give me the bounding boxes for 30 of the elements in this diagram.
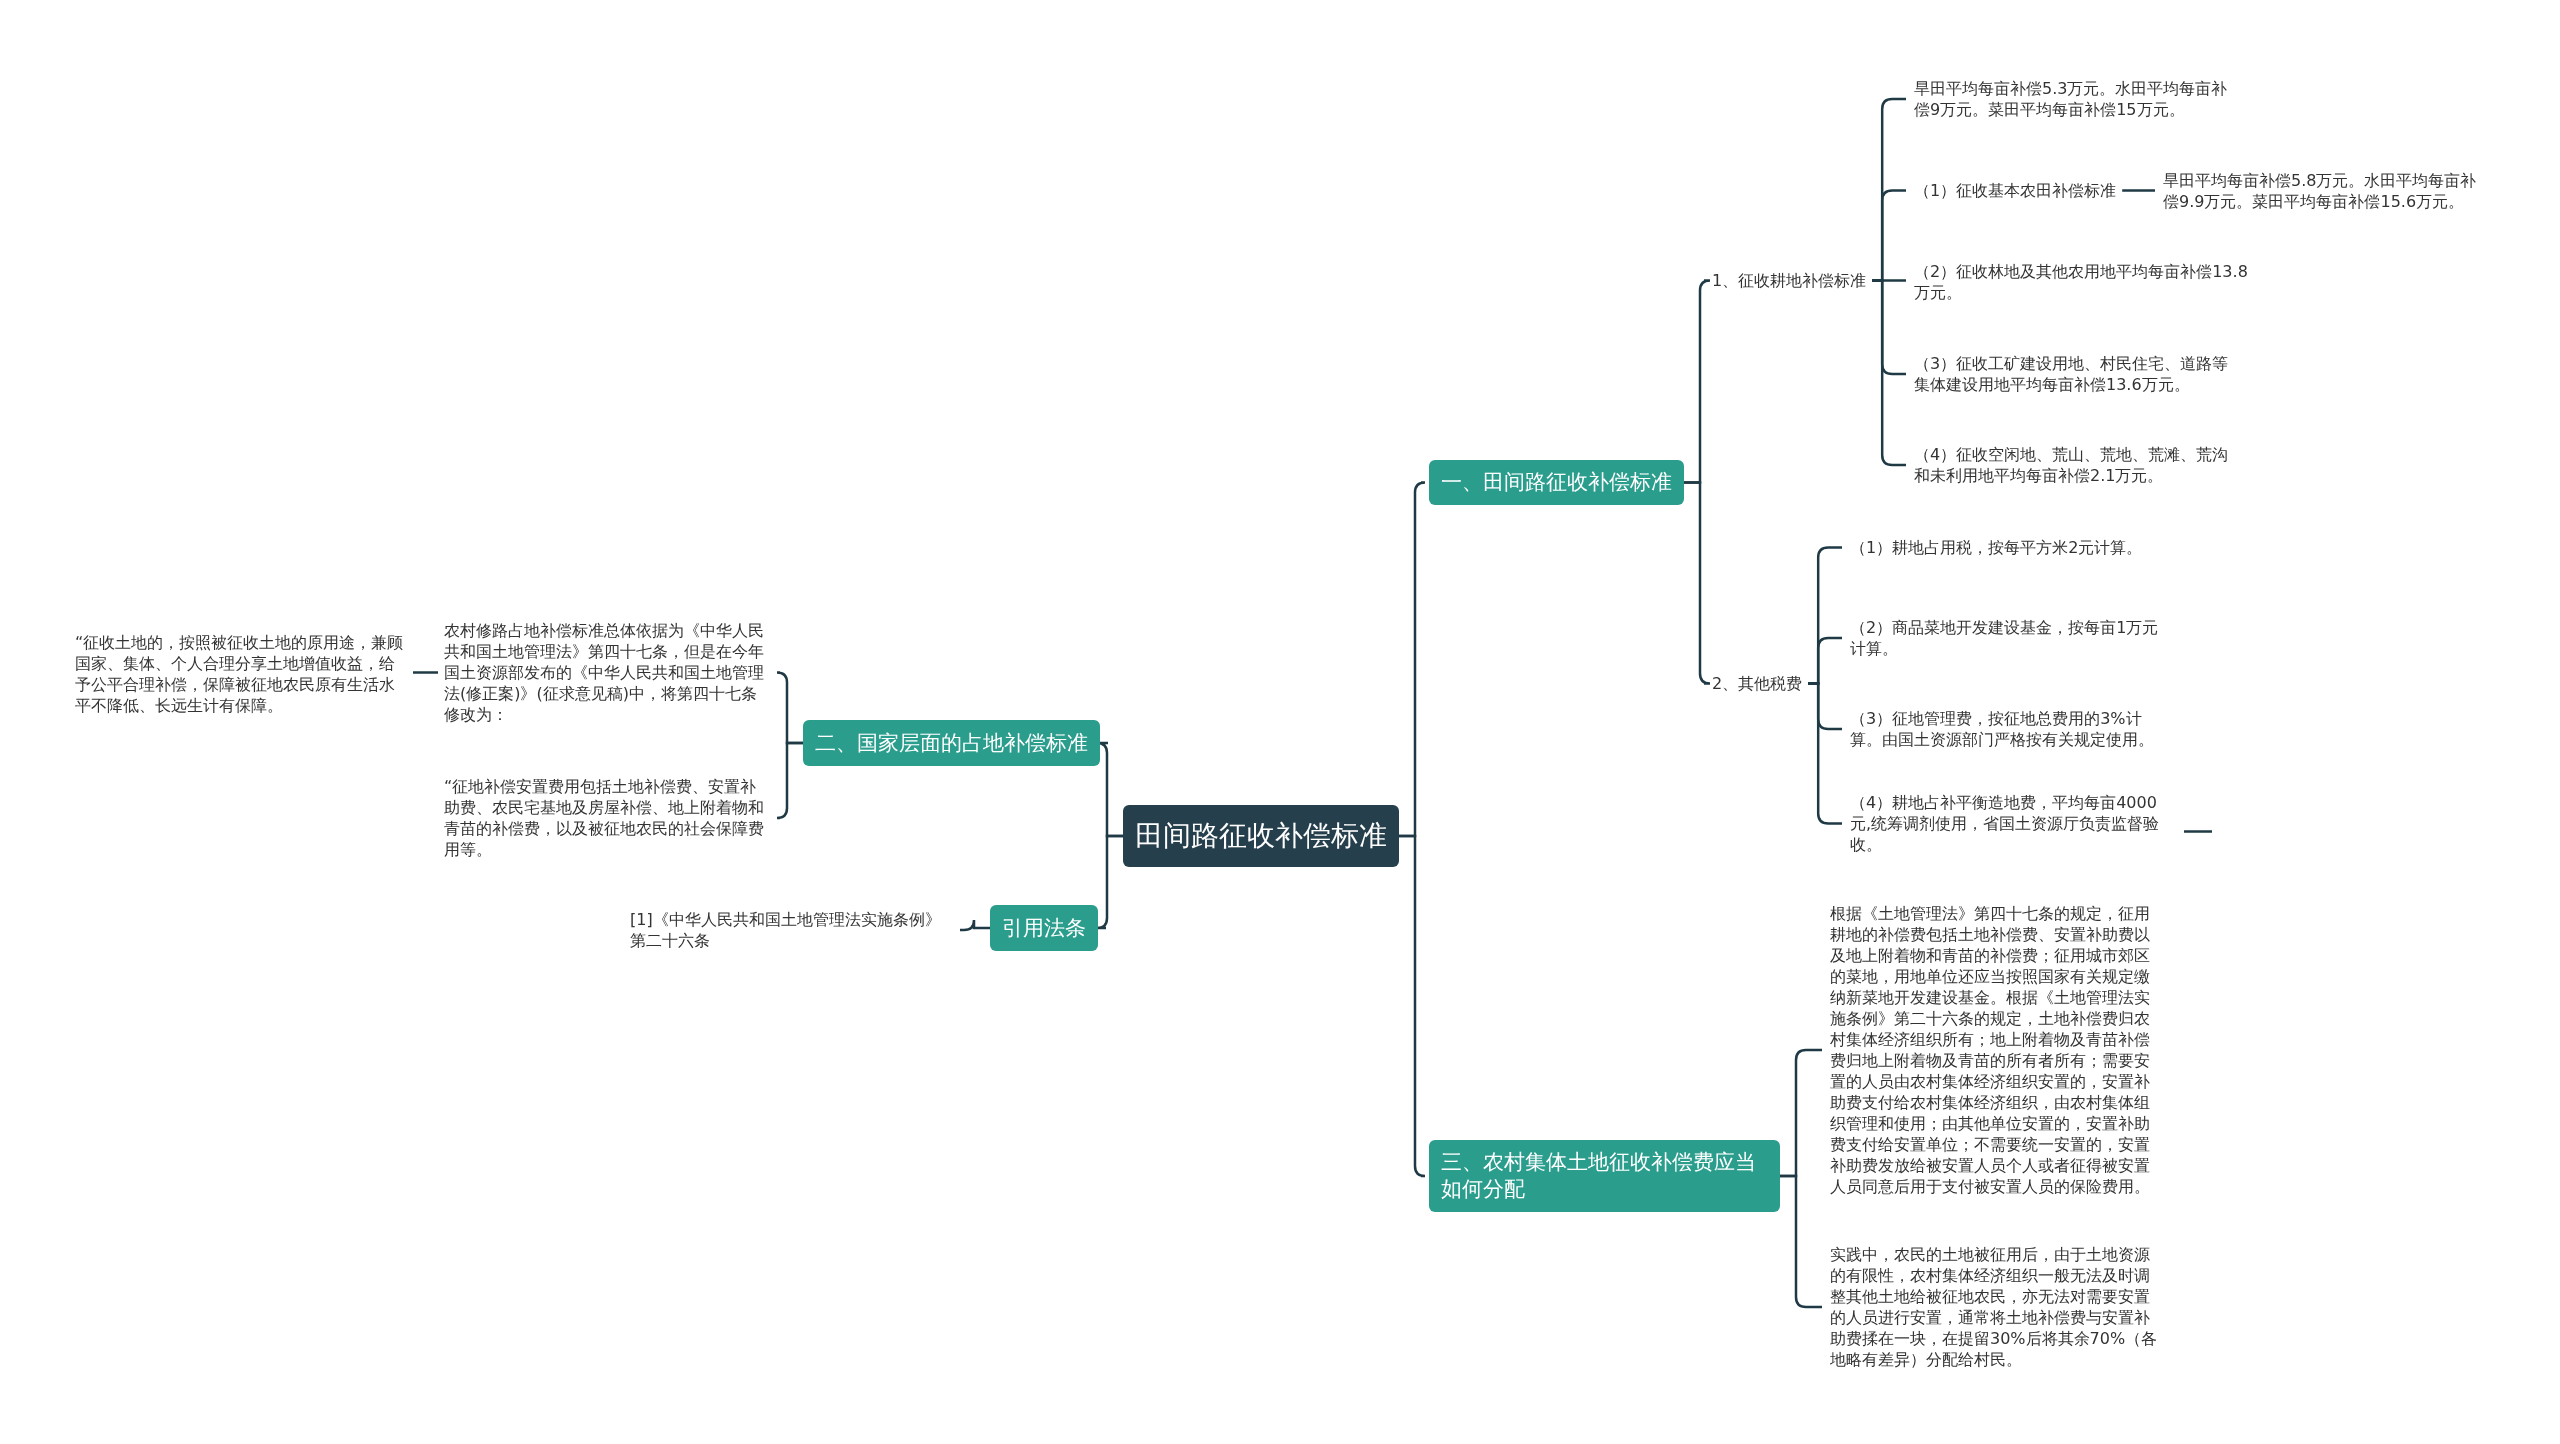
text-note: 农村修路占地补偿标准总体依据为《中华人民共和国土地管理法》第四十七条，但是在今年国土资源部发布的《中华人民共和国土地管理法(修正案)》(征求意见稿)中，将第四十七条修改为： [444,620,772,725]
topic-box: 三、农村集体土地征收补偿费应当如何分配 [1429,1140,1780,1212]
text-note: （4）耕地占补平衡造地费，平均每亩4000元,统筹调剂使用，省国土资源厅负责监督验收。 [1850,792,2176,855]
text-note: 实践中，农民的土地被征用后，由于土地资源的有限性，农村集体经济组织一般无法及时调整其他土地给被征地农民，亦无法对需要安置的人员进行安置，通常将土地补偿费与安置补助费揉在一块，在提留30%后将其余70%（各地略有差异）分配给村民。 [1830,1244,2160,1370]
connector-line [1684,481,1712,685]
text-note: [1]《中华人民共和国土地管理法实施条例》第二十六条 [630,909,952,951]
text-note: “征地补偿安置费用包括土地补偿费、安置补助费、农民宅基地及房屋补偿、地上附着物和青苗的补偿费，以及被征地农民的社会保障费用等。 [444,776,772,860]
connector-line [960,918,990,932]
text-note: 2、其他税费 [1712,673,1803,694]
text-note: （1）征收基本农田补偿标准 [1914,180,2117,201]
text-note: 根据《土地管理法》第四十七条的规定，征用耕地的补偿费包括土地补偿费、安置补助费以及地上附着物和青苗的补偿费；征用城市郊区的菜地，用地单位还应当按照国家有关规定缴纳新菜地开发建设基金。根据《土地管理法实施条例》第二十六条的规定，土地补偿费归农村集体经济组织所有；地上附着物及青苗补偿费归地上附着物及青苗的所有者所有；需要安置的人员由农村集体经济组织安置的，安置补助费支付给农村集体经济组织，由农村集体组织管理和使用；由其他单位安置的，安置补助费支付给安置单位；不需要统一安置的，安置补助费发放给被安置人员个人或者征得被安置人员同意后用于支付被安置人员的保险费用。 [1830,903,2160,1197]
text-note: “征收土地的，按照被征收土地的原用途，兼顾国家、集体、个人合理分享土地增值收益，给予公平合理补偿，保障被征地农民原有生活水平不降低、长远生计有保障。 [75,632,405,716]
text-note: （3）征地管理费，按征地总费用的3%计算。由国土资源部门严格按有关规定使用。 [1850,708,2172,750]
text-note: （1）耕地占用税，按每平方米2元计算。 [1850,537,2185,558]
connector-line [413,671,438,674]
text-note: （4）征收空闲地、荒山、荒地、荒滩、荒沟和未利用地平均每亩补偿2.1万元。 [1914,444,2239,486]
text-note: （2）商品菜地开发建设基金，按每亩1万元计算。 [1850,617,2172,659]
text-note: （2）征收林地及其他农用地平均每亩补偿13.8万元。 [1914,261,2249,303]
topic-box: 二、国家层面的占地补偿标准 [803,720,1100,766]
text-note: 旱田平均每亩补偿5.3万元。水田平均每亩补偿9万元。菜田平均每亩补偿15万元。 [1914,78,2239,120]
text-note: （3）征收工矿建设用地、村民住宅、道路等集体建设用地平均每亩补偿13.6万元。 [1914,353,2239,395]
connector-line [1399,834,1427,1178]
text-note: 旱田平均每亩补偿5.8万元。水田平均每亩补偿9.9万元。菜田平均每亩补偿15.6万元。 [2163,170,2488,212]
topic-box: 引用法条 [990,905,1098,951]
connector-line [775,741,803,820]
text-note: 1、征收耕地补偿标准 [1712,270,1867,291]
connector-line [2122,189,2155,192]
central-topic-box: 田间路征收补偿标准 [1123,805,1399,867]
connector-line [2184,830,2212,833]
topic-box: 一、田间路征收补偿标准 [1429,460,1684,505]
